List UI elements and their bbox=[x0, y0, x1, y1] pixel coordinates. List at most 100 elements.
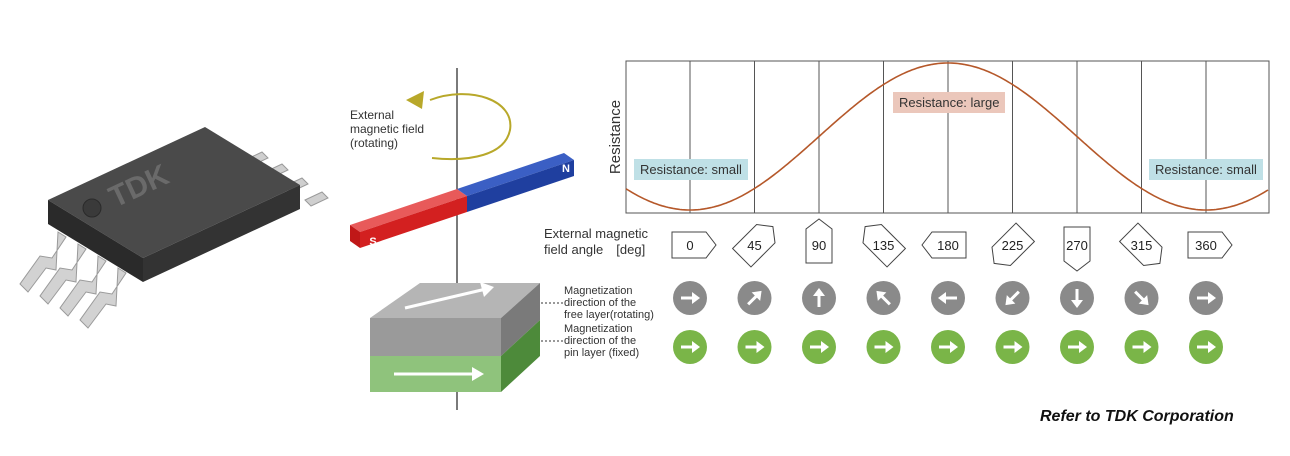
direction-arrow-icon bbox=[874, 341, 894, 353]
badge-resistance-small-left: Resistance: small bbox=[634, 159, 748, 180]
chart-ylabel: Resistance bbox=[607, 100, 624, 174]
direction-arrow-icon bbox=[745, 341, 765, 353]
field-label-line: (rotating) bbox=[350, 136, 399, 150]
free-layer-label-line: direction of the bbox=[564, 297, 637, 309]
field-rotation-arrow-head bbox=[406, 91, 424, 109]
direction-arrow-icon bbox=[1197, 292, 1216, 304]
angle-badge: 270 bbox=[1063, 226, 1091, 272]
badge-resistance-small-right: Resistance: small bbox=[1149, 159, 1263, 180]
magnet-south-side bbox=[360, 196, 467, 248]
direction-arrow-icon bbox=[1005, 290, 1020, 306]
angle-value: 360 bbox=[1195, 238, 1217, 253]
direction-arrow-icon bbox=[938, 292, 957, 304]
magnet-south-label: S bbox=[369, 236, 376, 248]
credit-text: Refer to TDK Corporation bbox=[1040, 408, 1234, 425]
chip-front-pins bbox=[19, 231, 127, 329]
free-layer-label-line: free layer(rotating) bbox=[564, 309, 654, 321]
direction-arrow-icon bbox=[681, 341, 700, 353]
angle-label: External magnetic field angle [deg] bbox=[544, 226, 648, 258]
angle-badge-shape bbox=[1187, 231, 1233, 259]
angle-badge: 180 bbox=[921, 231, 967, 259]
angle-badge: 135 bbox=[862, 223, 907, 268]
magnet-north-label: N bbox=[562, 163, 570, 175]
direction-arrow-icon bbox=[1132, 341, 1152, 353]
angle-value: 315 bbox=[1131, 238, 1153, 253]
direction-arrow-icon bbox=[747, 290, 762, 306]
direction-arrow-icon bbox=[1068, 341, 1087, 353]
direction-arrow-icon bbox=[1071, 289, 1083, 308]
angle-badge: 360 bbox=[1187, 231, 1233, 259]
chip-body-side bbox=[143, 185, 300, 282]
direction-arrow-icon bbox=[1134, 290, 1149, 306]
angle-value: 0 bbox=[686, 238, 693, 253]
free-layer-direction bbox=[1124, 281, 1159, 315]
chip-illustration: TDK bbox=[19, 127, 329, 329]
free-layer-arrow bbox=[404, 287, 487, 310]
pin-layer-direction bbox=[931, 330, 965, 364]
angle-badge: 90 bbox=[805, 218, 833, 264]
angle-badge-shape bbox=[671, 231, 717, 259]
pin-layer-direction bbox=[802, 330, 836, 364]
field-label: External magnetic field (rotating) bbox=[350, 108, 424, 150]
free-layer-direction bbox=[737, 281, 772, 315]
angle-badge: 45 bbox=[731, 223, 776, 268]
angle-row: 0 45 90 135 180 225 270 315 360 bbox=[671, 218, 1233, 272]
free-layer-direction bbox=[931, 281, 965, 315]
free-layer-label-line: Magnetization bbox=[564, 285, 633, 297]
pin-layer-direction bbox=[737, 330, 772, 364]
free-layer-direction bbox=[802, 281, 836, 315]
free-layer-side bbox=[501, 283, 540, 356]
free-layer-direction bbox=[995, 281, 1030, 315]
angle-badge: 225 bbox=[991, 222, 1036, 267]
angle-badge-shape bbox=[731, 223, 776, 268]
free-layer-top bbox=[370, 283, 540, 318]
direction-arrow-icon bbox=[1003, 341, 1023, 353]
direction-arrow-icon bbox=[939, 341, 958, 353]
angle-badge-shape bbox=[1118, 222, 1163, 267]
angle-badge-shape bbox=[805, 218, 833, 264]
field-label-line: External bbox=[350, 108, 395, 122]
free-layer-direction-row bbox=[673, 281, 1223, 315]
angle-badge-shape bbox=[991, 222, 1036, 267]
angle-label-line: External magnetic bbox=[544, 226, 649, 241]
angle-value: 225 bbox=[1002, 238, 1024, 253]
chart-grid bbox=[689, 61, 1207, 213]
pin-layer-direction bbox=[866, 330, 901, 364]
angle-badge-shape bbox=[862, 223, 907, 268]
pin-layer-direction bbox=[995, 330, 1030, 364]
pin-layer-arrow-head bbox=[472, 367, 484, 381]
angle-badge-shape bbox=[1063, 226, 1091, 272]
resistance-chart: Resistance bbox=[607, 60, 1270, 214]
angle-value: 270 bbox=[1066, 238, 1088, 253]
pin-layer-direction bbox=[1124, 330, 1159, 364]
angle-value: 45 bbox=[747, 238, 761, 253]
angle-value: 135 bbox=[873, 238, 895, 253]
free-layer-front bbox=[370, 318, 501, 356]
free-layer-direction bbox=[1189, 281, 1223, 315]
direction-arrow-icon bbox=[876, 290, 891, 306]
field-rotation-arrow bbox=[429, 93, 512, 161]
direction-arrow-icon bbox=[810, 341, 829, 353]
pin-layer-direction bbox=[1189, 330, 1223, 364]
pin-layer-label-line: Magnetization bbox=[564, 323, 633, 335]
angle-badge-shape bbox=[921, 231, 967, 259]
direction-arrow-icon bbox=[1197, 341, 1216, 353]
direction-arrow-icon bbox=[681, 292, 700, 304]
free-layer-arrow-head bbox=[480, 282, 494, 297]
free-layer-direction bbox=[1060, 281, 1094, 315]
badge-resistance-large: Resistance: large bbox=[893, 92, 1006, 113]
resistance-curve bbox=[625, 62, 1269, 211]
angle-badge: 315 bbox=[1118, 222, 1163, 267]
magnet-south-top bbox=[350, 189, 467, 232]
free-layer-label: Magnetization direction of the free laye… bbox=[564, 285, 654, 321]
chip-body-front bbox=[48, 200, 143, 282]
pin-layer-direction bbox=[1060, 330, 1094, 364]
pin-layer-label-line: pin layer (fixed) bbox=[564, 347, 640, 359]
angle-value: 180 bbox=[937, 238, 959, 253]
magnet-south-front bbox=[350, 225, 360, 248]
pin-layer-direction bbox=[673, 330, 707, 364]
angle-label-line: field angle [deg] bbox=[544, 242, 646, 257]
angle-value: 90 bbox=[812, 238, 826, 253]
